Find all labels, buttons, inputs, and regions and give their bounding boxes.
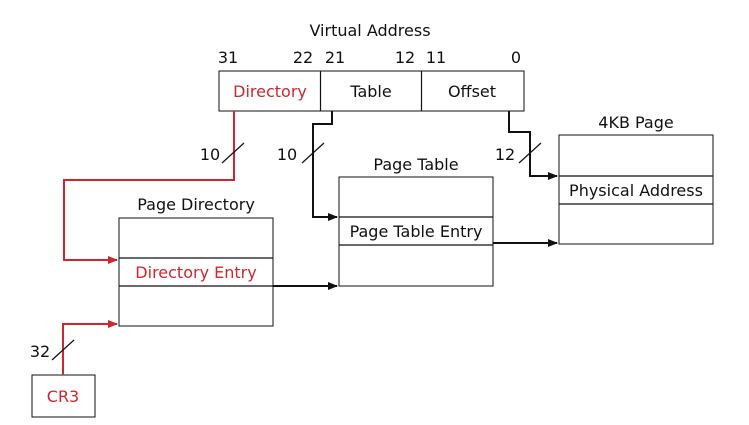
bit-label-22: 22: [293, 48, 313, 67]
cr3-width-label: 32: [30, 342, 50, 361]
cr3-base-arrow: [62, 320, 118, 375]
cr3-width-slash: [51, 339, 75, 361]
page-4kb-title: 4KB Page: [598, 113, 673, 132]
directory-width-slash: [221, 142, 245, 164]
table-index-arrow: [312, 111, 338, 221]
page-table-box: Page Table Entry: [338, 176, 494, 287]
directory-width-label: 10: [200, 145, 220, 164]
page-directory-title: Page Directory: [137, 195, 255, 214]
page-4kb-box: Physical Address: [558, 134, 714, 245]
directory-field-label: Directory: [233, 82, 307, 101]
page-table-entry-label: Page Table Entry: [350, 222, 483, 241]
bit-label-12: 12: [395, 48, 415, 67]
directory-entry-label: Directory Entry: [135, 263, 256, 282]
cr3-label: CR3: [47, 387, 79, 406]
table-width-slash: [301, 142, 325, 164]
table-width-label: 10: [277, 145, 297, 164]
table-field-label: Table: [349, 82, 391, 101]
directory-index-arrow: [63, 111, 235, 264]
bit-label-31: 31: [218, 48, 238, 67]
physical-address-label: Physical Address: [569, 181, 703, 200]
bit-label-11: 11: [426, 48, 446, 67]
offset-field-label: Offset: [448, 82, 496, 101]
cr3-register: CR3: [31, 374, 96, 418]
bit-label-21: 21: [325, 48, 345, 67]
offset-width-label: 12: [495, 145, 515, 164]
page-table-title: Page Table: [373, 155, 458, 174]
virtual-address-box: [218, 70, 525, 112]
page-directory-box: Directory Entry: [118, 217, 274, 327]
offset-arrow: [508, 111, 558, 180]
virtual-address-title: Virtual Address: [309, 21, 430, 40]
offset-width-slash: [518, 142, 542, 164]
bit-label-0: 0: [511, 48, 521, 67]
virtual-address-register: Directory Table Offset: [218, 70, 525, 112]
